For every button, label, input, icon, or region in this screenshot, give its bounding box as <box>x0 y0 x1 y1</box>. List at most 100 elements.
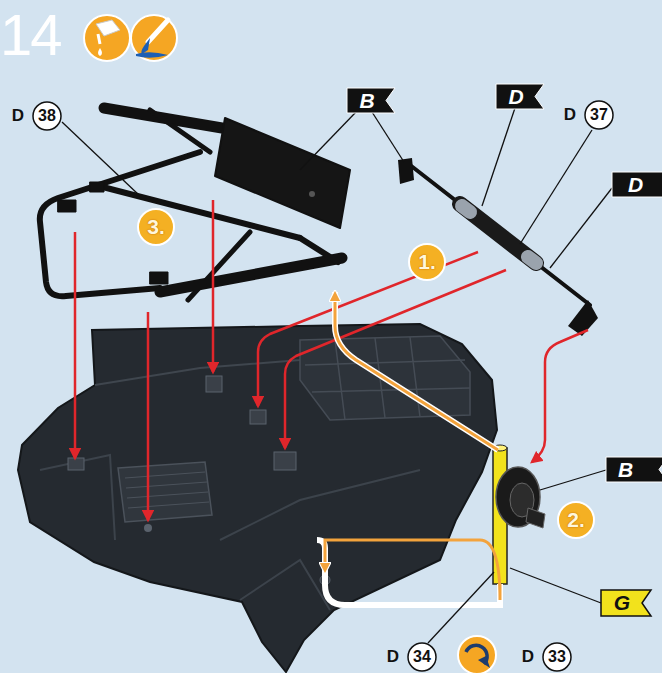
step-number: 14 <box>0 6 61 64</box>
rotate-head <box>478 656 490 668</box>
part-flag: G <box>601 590 651 616</box>
mount-peg <box>250 410 266 424</box>
brush-handle <box>148 20 168 42</box>
leader-line <box>540 470 606 490</box>
icon-circle <box>458 636 496 673</box>
leader-line <box>372 112 404 162</box>
step-disc <box>138 209 174 245</box>
flag-shape <box>601 590 651 616</box>
step-disc <box>409 244 445 280</box>
glue-tube <box>96 20 120 36</box>
step-circle: 2. <box>558 502 594 538</box>
assembly-arrow <box>285 270 506 448</box>
leader-line <box>300 112 356 170</box>
callout-circle: D38 <box>32 101 62 131</box>
rod-end <box>568 300 598 336</box>
leader-line <box>62 122 140 196</box>
callout-number: 38 <box>38 107 56 125</box>
flag-letter: G <box>614 591 638 615</box>
callout-number: 33 <box>548 648 566 666</box>
step-disc <box>558 502 594 538</box>
callout-ring <box>33 102 61 130</box>
frame-plate <box>215 118 350 228</box>
frame-bar <box>300 238 338 262</box>
glue-icon <box>84 15 130 61</box>
callout-circle: D33 <box>542 642 572 672</box>
step-circle: 1. <box>409 244 445 280</box>
rod-end <box>398 158 414 184</box>
rod <box>410 165 590 305</box>
frame-clip <box>150 272 168 284</box>
paint-icon <box>131 15 177 61</box>
frame-clip <box>90 182 104 192</box>
axle-stub <box>526 508 545 528</box>
callout-ring <box>543 643 571 671</box>
brush-tip <box>141 38 150 54</box>
assembly-arrow <box>212 200 215 372</box>
assembly-arrow <box>258 252 478 406</box>
step-label: 1. <box>418 250 436 274</box>
flag-shape <box>612 172 662 197</box>
sheet-letter: D <box>554 105 576 125</box>
flag-letter: B <box>618 458 641 482</box>
frame-strut <box>150 110 210 152</box>
sequence-arrow <box>325 540 500 600</box>
sheet-letter: D <box>2 106 24 126</box>
step-label: 3. <box>147 215 165 239</box>
leader-line <box>550 188 612 268</box>
part-flag: D <box>496 84 544 109</box>
callout-circle: D37 <box>584 100 614 130</box>
arrow-outline <box>335 292 498 450</box>
node-shape <box>606 457 662 482</box>
axle-part <box>493 445 545 584</box>
assembly-arrow <box>74 232 77 458</box>
callout-ring <box>585 101 613 129</box>
plate-bolt <box>309 191 315 197</box>
flag-letter: D <box>628 173 651 197</box>
rod-band <box>528 257 536 263</box>
frame-loop <box>40 152 200 296</box>
paint-stroke <box>136 52 168 58</box>
frame-strut <box>188 232 250 300</box>
flag-shape <box>606 457 662 482</box>
mount-peg <box>206 376 222 392</box>
icon-circle <box>131 15 177 61</box>
leader-line <box>510 568 601 603</box>
leader-line <box>482 108 515 206</box>
chassis-plate <box>118 462 212 522</box>
chassis-ledges <box>40 455 420 610</box>
rod-part <box>398 158 598 336</box>
frame-part <box>40 108 350 300</box>
callout-ring <box>408 643 436 671</box>
icon-circle <box>84 15 130 61</box>
flag-letter: D <box>508 85 531 109</box>
flag-letter: B <box>359 89 382 113</box>
plate-ribs <box>125 472 209 508</box>
callout-circle: D34 <box>407 642 437 672</box>
flag-shape <box>347 88 395 113</box>
part-flag: B <box>347 88 395 113</box>
leader-line <box>428 572 494 643</box>
frame-link <box>160 258 342 292</box>
part-flag: B <box>606 457 662 482</box>
assembly-arrow <box>532 330 588 462</box>
assembly-arrow <box>147 312 150 520</box>
flag-shape <box>496 84 544 109</box>
assembly-arrows <box>75 200 588 520</box>
mount-peg <box>68 458 84 470</box>
part-flag: D <box>612 172 662 197</box>
rotate-icon <box>458 636 496 673</box>
leader-lines <box>62 108 612 643</box>
glue-nozzle <box>98 34 100 44</box>
mount-hole <box>144 524 152 532</box>
sequence-arrows <box>317 292 500 605</box>
step-circle: 3. <box>138 209 174 245</box>
rod-band <box>462 206 470 212</box>
sequence-arrow <box>335 292 498 450</box>
sheet-letter: D <box>512 647 534 667</box>
sheet-letter: D <box>377 647 399 667</box>
callout-number: 34 <box>413 648 431 666</box>
glue-drop <box>98 48 102 56</box>
